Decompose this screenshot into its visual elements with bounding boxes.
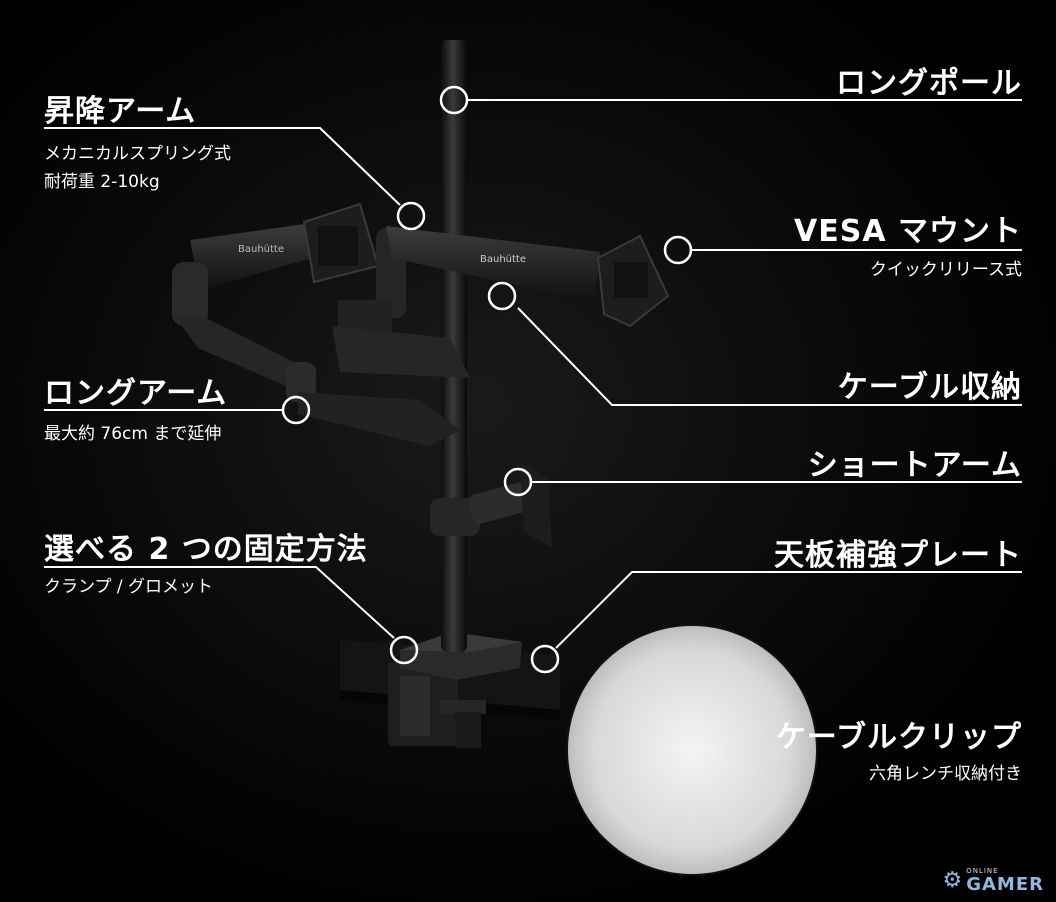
mount-line-1: クランプ / グロメット [44,577,214,597]
cable-clip-line-1: 六角レンチ収納付き [869,764,1022,784]
gamer-logo-icon: ⚙ [942,868,963,893]
vesa-callout: VESA マウント [794,206,1022,250]
site-watermark: ⚙ ONLINE GAMER [942,867,1044,894]
left-vesa-plate [302,202,380,284]
cable-clip-details: 六角レンチ収納付き [869,760,1022,788]
mount-callout: 選べる 2 つの固定方法 [44,524,368,568]
vesa-title: VESA マウント [794,214,1022,249]
callout-short-arm [503,467,533,497]
cable-clip-title: ケーブルクリップ [775,720,1022,755]
long-arm-line-1: 最大約 76cm まで延伸 [44,424,222,444]
callout-vesa [663,235,693,265]
callout-plate [530,644,560,674]
right-vesa-plate [596,234,670,328]
long-pole-title: ロングポール [836,66,1022,101]
leader-lines [44,99,1022,649]
left-long-arm: Bauhütte [172,224,460,446]
long-arm-callout: ロングアーム [44,368,227,412]
short-arm-callout: ショートアーム [808,440,1022,484]
callout-long-arm [281,395,311,425]
leader-plate [555,571,1022,649]
long-arm-title: ロングアーム [44,376,228,411]
plate-title: 天板補強プレート [774,538,1022,573]
short-arm-lower [430,462,552,548]
mount-title: 選べる 2 つの固定方法 [44,532,368,567]
mount-details: クランプ / グロメット [44,573,213,601]
cable-storage-callout: ケーブル収納 [838,362,1022,406]
lift-arm-details: メカニカルスプリング式 耐荷重 2-10kg [44,140,231,196]
right-lift-arm: Bauhütte [332,226,600,378]
right-arm-brand-text: Bauhütte [480,254,526,265]
lift-arm-title: 昇降アーム [44,94,197,129]
leader-lift-arm [44,127,401,206]
long-pole-callout: ロングポール [836,58,1022,102]
callout-long-pole [439,85,469,115]
leader-mount [44,566,395,639]
short-arm-title: ショートアーム [807,448,1022,483]
callout-cable-storage [487,281,517,311]
leader-cable-storage [517,307,1022,406]
cable-clip-callout: ケーブルクリップ [776,712,1022,756]
vesa-line-1: クイックリリース式 [869,260,1022,280]
plate-callout: 天板補強プレート [774,530,1022,574]
cable-clip-inset-photo [566,624,818,880]
watermark-text: ONLINE GAMER [966,867,1044,894]
watermark-big: GAMER [966,874,1044,895]
vesa-details: クイックリリース式 [870,256,1022,284]
lift-arm-callout: 昇降アーム [44,86,196,130]
clamp [388,662,486,748]
lift-arm-line-1: メカニカルスプリング式 [44,144,231,164]
callout-lift-arm [396,201,426,231]
callout-markers [281,85,693,674]
watermark-small: ONLINE [966,867,999,875]
cable-storage-title: ケーブル収納 [837,370,1022,405]
left-arm-brand-text: Bauhütte [238,244,284,255]
callout-mount [389,635,419,665]
long-arm-details: 最大約 76cm まで延伸 [44,420,221,448]
lift-arm-line-2: 耐荷重 2-10kg [44,172,160,192]
